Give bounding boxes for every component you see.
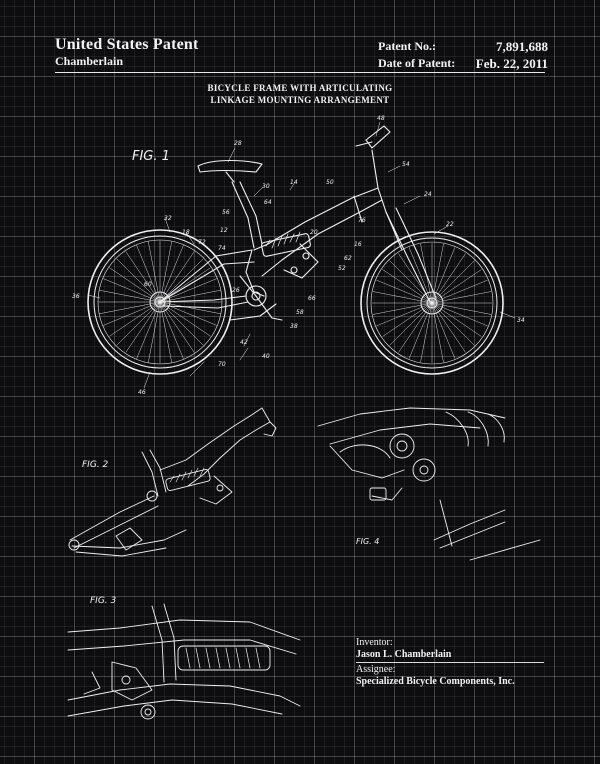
ref-num: 66 [308, 295, 316, 302]
metadata-divider [356, 662, 544, 663]
ref-num: 12 [220, 227, 228, 234]
ref-num: 48 [377, 115, 385, 122]
figure-1-label: FIG. 1 [132, 149, 170, 164]
header-left: United States Patent Chamberlain [55, 36, 199, 69]
ref-num: 54 [402, 161, 410, 168]
header-inventor: Chamberlain [55, 54, 124, 68]
patent-title-line-2: LINKAGE MOUNTING ARRANGEMENT [210, 95, 390, 105]
ref-num: 38 [290, 323, 298, 330]
ref-num: 20 [310, 229, 318, 236]
ref-num: 64 [264, 199, 272, 206]
header-right: Patent No.: 7,891,688 Date of Patent: Fe… [378, 38, 548, 72]
ref-num: 76 [358, 217, 366, 224]
ref-num: 18 [182, 229, 190, 236]
front-wheel [360, 231, 504, 375]
bike-frame [159, 125, 437, 321]
fig4-perspective-detail [317, 407, 541, 561]
ref-num: 24 [424, 191, 432, 198]
ref-num: 16 [354, 241, 362, 248]
patent-number-label: Patent No.: [378, 39, 436, 53]
ref-num: 22 [446, 221, 454, 228]
ref-num: 42 [240, 339, 248, 346]
rear-wheel [87, 229, 233, 375]
fig2-frame-detail [68, 407, 277, 557]
patent-date-label: Date of Patent: [378, 56, 456, 70]
ref-num: 36 [72, 293, 80, 300]
assignee-name: Specialized Bicycle Components, Inc. [356, 676, 515, 687]
ref-num: 56 [222, 209, 230, 216]
ref-num: 58 [296, 309, 304, 316]
figure-4-label: FIG. 4 [356, 537, 380, 546]
fig1-reference-numbers: 48 28 54 14 50 30 24 56 64 22 32 18 72 7… [72, 115, 525, 396]
ref-num: 70 [218, 361, 226, 368]
patent-number-row: Patent No.: 7,891,688 [378, 38, 548, 55]
patent-title: BICYCLE FRAME WITH ARTICULATING LINKAGE … [195, 82, 405, 106]
fig1-leaders [87, 121, 516, 389]
patent-date: Feb. 22, 2011 [475, 56, 548, 71]
ref-num: 72 [198, 239, 206, 246]
fig1-bicycle: 48 28 54 14 50 30 24 56 64 22 32 18 72 7… [72, 115, 525, 396]
ref-num: 14 [290, 179, 298, 186]
inventor-name: Jason L. Chamberlain [356, 649, 452, 660]
patent-metadata: Inventor: Jason L. Chamberlain Assignee:… [356, 637, 544, 688]
ref-num: 34 [517, 317, 525, 324]
figure-3-label: FIG. 3 [90, 596, 117, 606]
ref-num: 30 [262, 183, 270, 190]
patent-office-title: United States Patent [55, 36, 199, 53]
ref-num: 52 [338, 265, 346, 272]
assignee-label: Assignee: [356, 664, 396, 675]
ref-num: 26 [232, 287, 240, 294]
patent-date-row: Date of Patent: Feb. 22, 2011 [378, 55, 548, 72]
ref-num: 74 [218, 245, 226, 252]
header-divider [55, 72, 545, 73]
ref-num: 46 [138, 389, 146, 396]
ref-num: 28 [234, 140, 242, 147]
ref-num: 50 [326, 179, 334, 186]
ref-num: 32 [164, 215, 172, 222]
fig3-linkage-detail [67, 603, 301, 720]
patent-title-line-1: BICYCLE FRAME WITH ARTICULATING [207, 83, 393, 93]
patent-number: 7,891,688 [496, 39, 548, 54]
ref-num: 40 [262, 353, 270, 360]
figure-2-label: FIG. 2 [82, 460, 109, 470]
ref-num: 62 [344, 255, 352, 262]
inventor-label: Inventor: [356, 637, 393, 648]
ref-num: 60 [144, 281, 152, 288]
